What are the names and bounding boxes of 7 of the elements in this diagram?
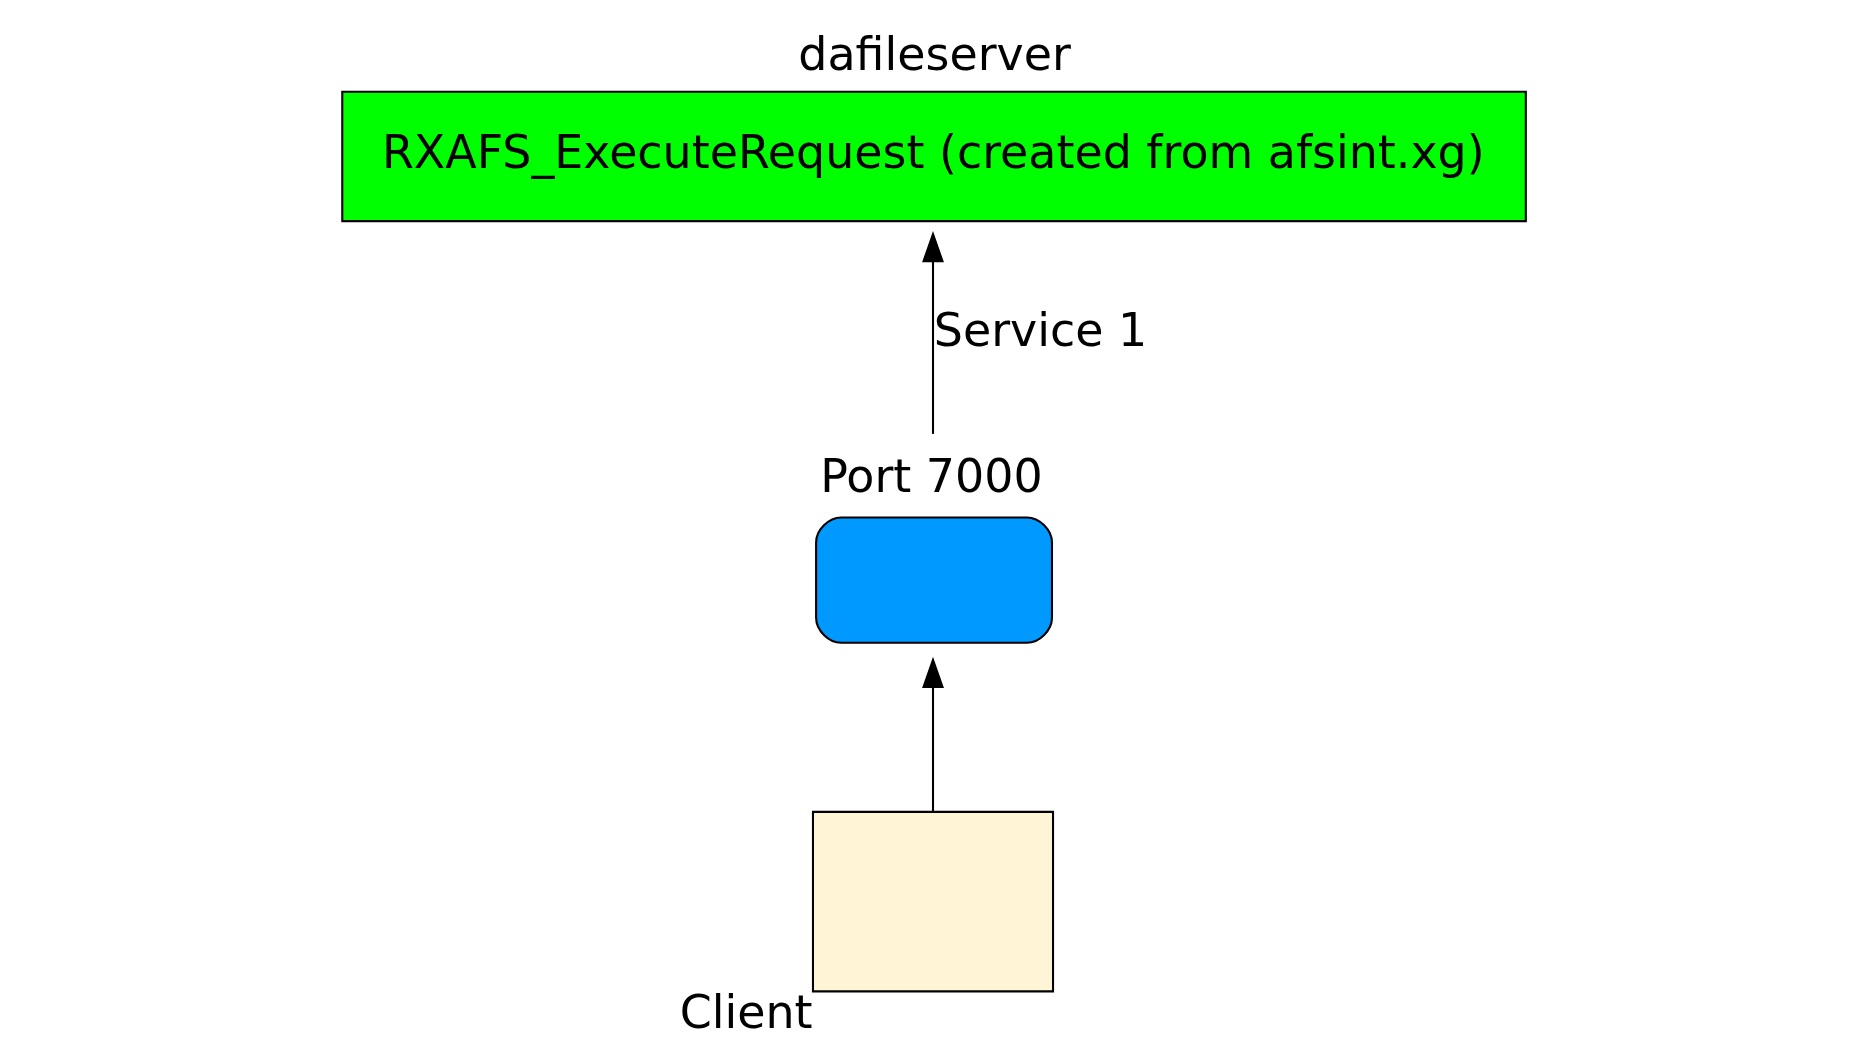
- node-label: Client: [679, 985, 813, 1040]
- node-label: dafileserver: [797, 26, 1071, 81]
- arrow: [921, 656, 944, 812]
- arrow: [921, 231, 944, 434]
- node-box: [811, 810, 1054, 993]
- edge-label: Service 1: [933, 302, 1147, 357]
- node-label: Port 7000: [819, 448, 1043, 503]
